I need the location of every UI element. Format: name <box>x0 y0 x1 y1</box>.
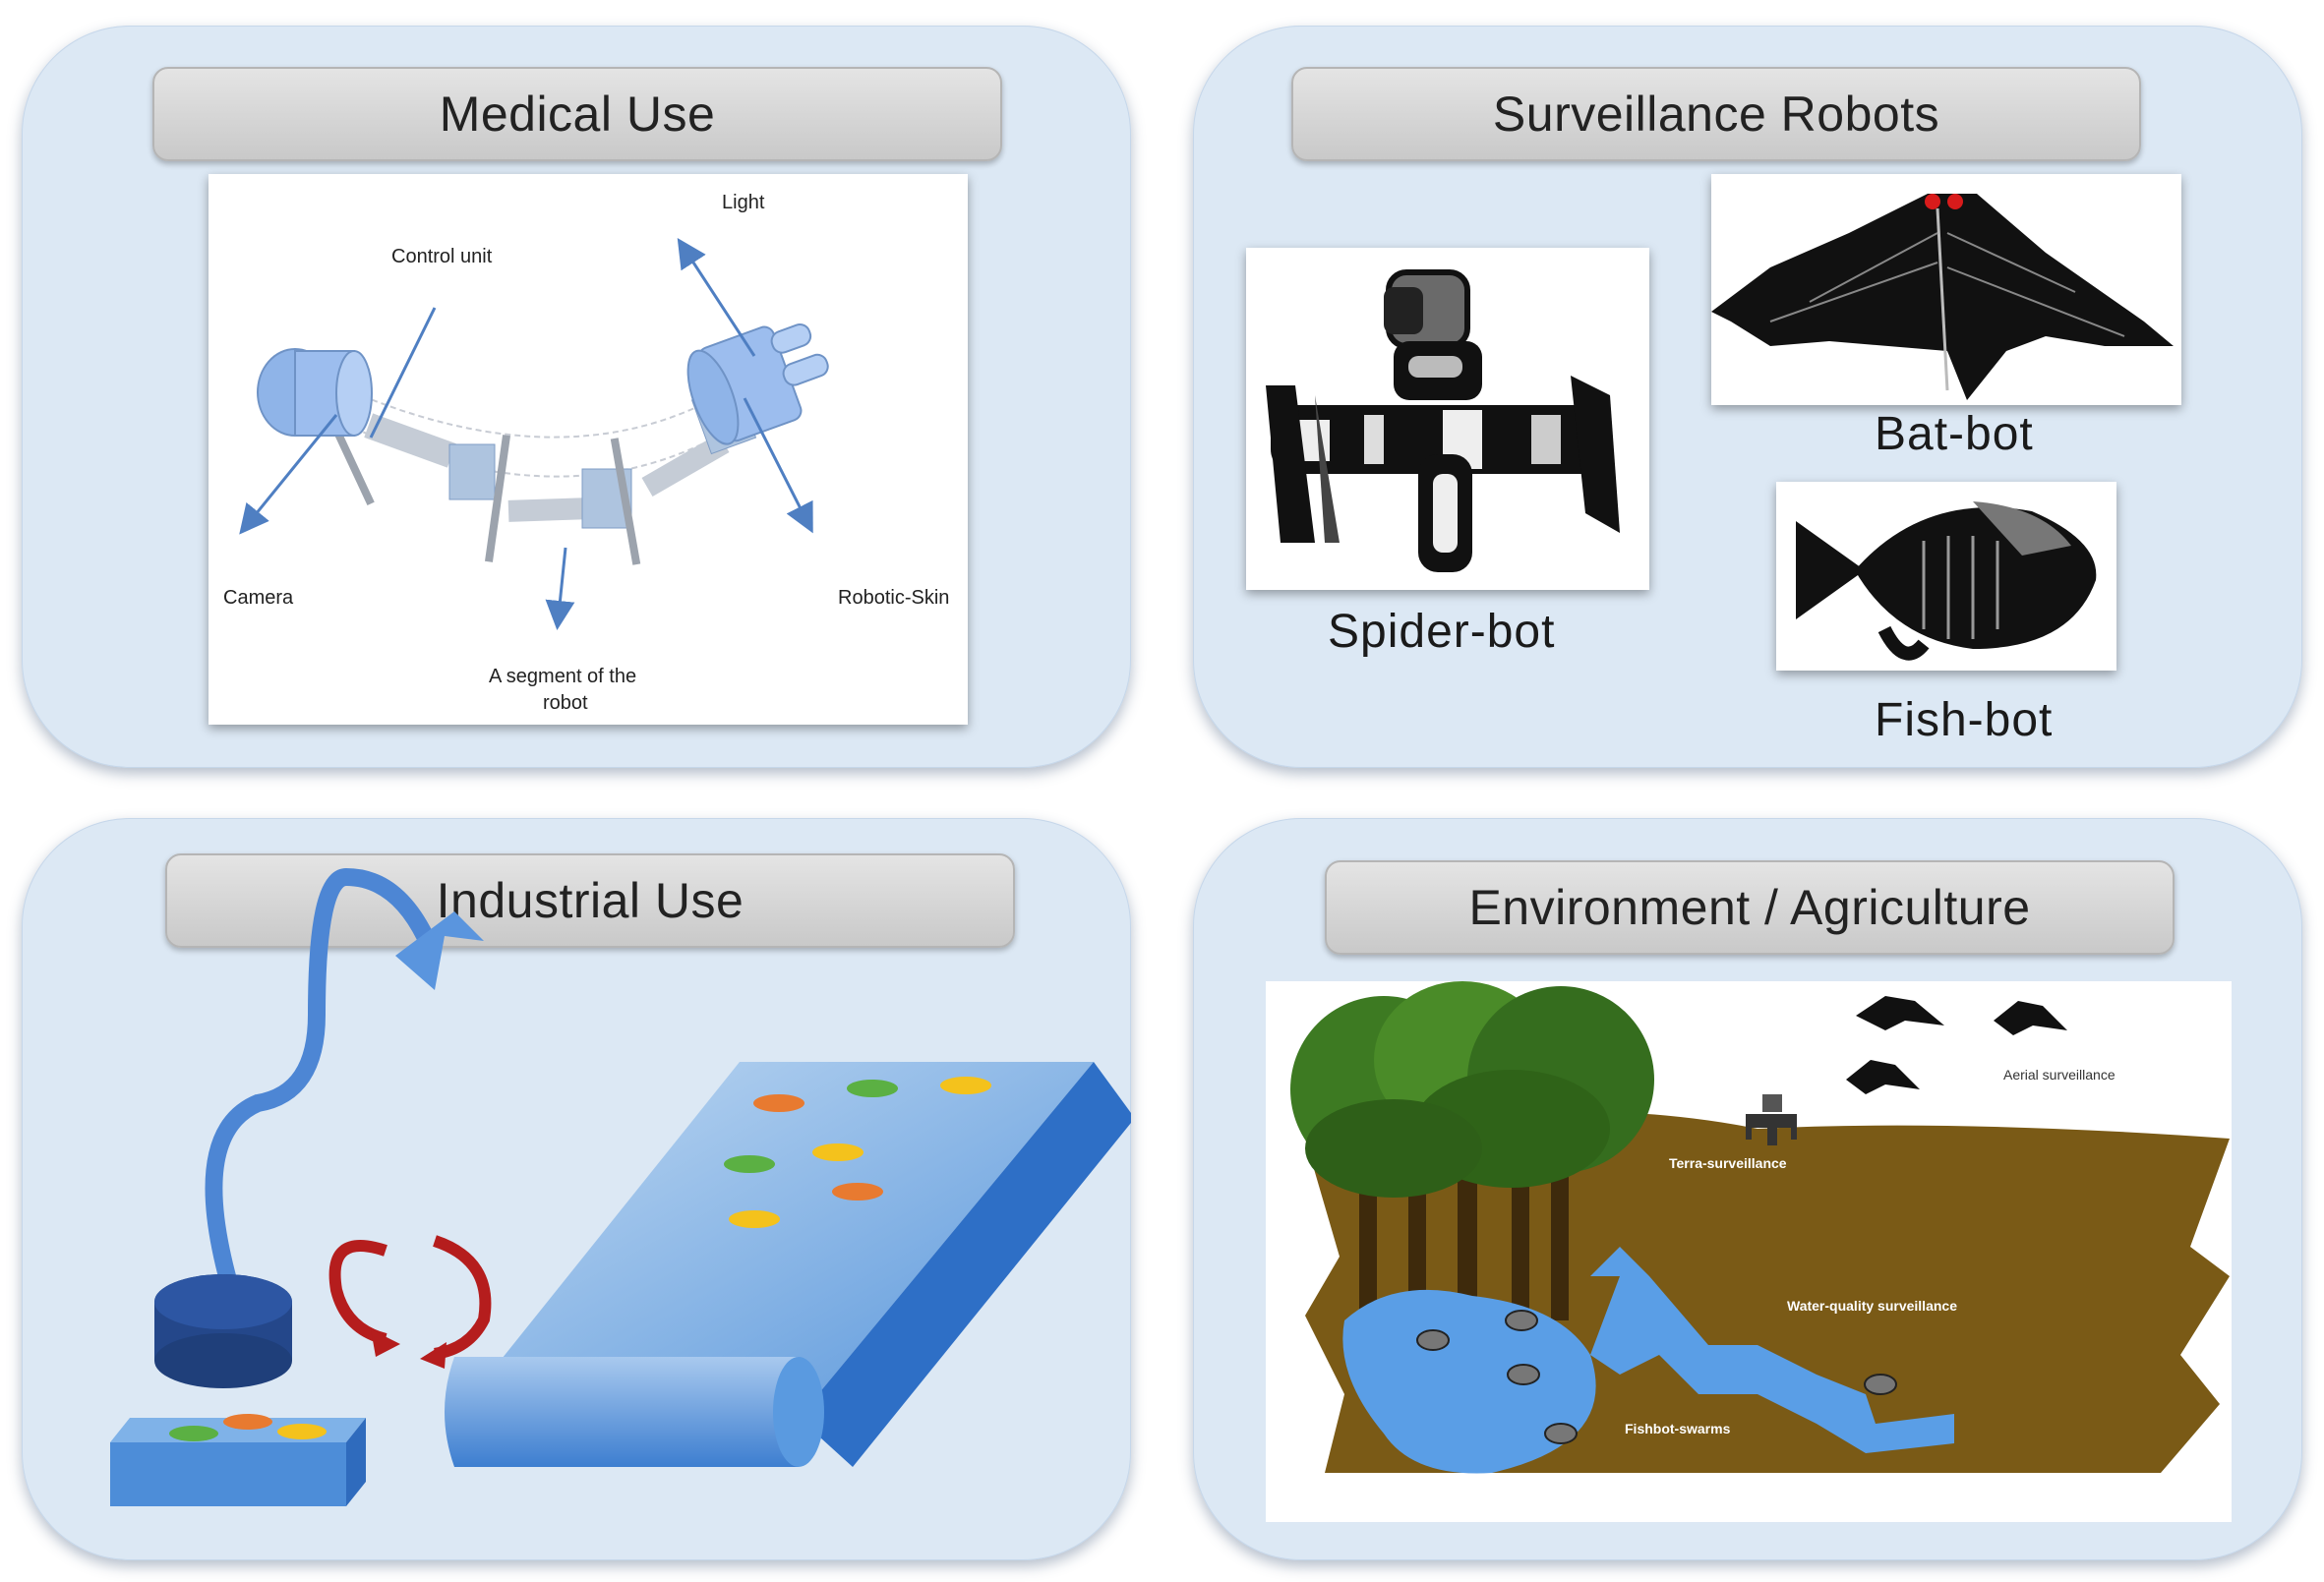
light-arrow <box>677 237 756 357</box>
forest-trees <box>1290 981 1654 1330</box>
pond <box>1342 1289 1596 1474</box>
aerial-bat-bots <box>1846 996 2067 1094</box>
spider-bot-icon <box>1266 269 1620 572</box>
bat-bot-image <box>1711 174 2181 405</box>
segment-label-line1: A segment of the <box>489 666 636 687</box>
control-unit-label: Control unit <box>391 246 493 267</box>
fish-bot-caption: Fish-bot <box>1875 694 2054 746</box>
surveillance-robots-title: Surveillance Robots <box>1291 67 2141 161</box>
light-head <box>686 322 829 445</box>
conveyor-belt <box>445 1062 1131 1467</box>
environment-scene: Aerial surveillance Terra-surveillance W… <box>1266 981 2232 1522</box>
water-quality-label: Water-quality surveillance <box>1787 1298 1957 1314</box>
conveyor-items <box>724 1077 991 1228</box>
industrial-use-title: Industrial Use <box>165 853 1015 948</box>
stream <box>1590 1247 1954 1453</box>
industrial-illustration <box>110 867 1131 1506</box>
spider-bot-caption: Spider-bot <box>1328 606 1556 658</box>
fish-bot-image <box>1776 482 2116 671</box>
segment-arrow <box>545 547 575 630</box>
robot-segment-2 <box>484 435 641 565</box>
environment-agriculture-title: Environment / Agriculture <box>1325 860 2175 955</box>
fishbot-swarm <box>1416 1310 1897 1444</box>
camera-head <box>257 348 373 437</box>
robot-arm <box>154 867 484 1388</box>
terra-surveillance-label: Terra-surveillance <box>1669 1155 1787 1171</box>
robotic-skin-label: Robotic-Skin <box>838 587 949 609</box>
camera-label: Camera <box>223 587 294 609</box>
environment-illustration: Aerial surveillance Terra-surveillance W… <box>1290 981 2230 1474</box>
fish-bot-icon <box>1796 501 2097 661</box>
medical-robot-diagram: Light Control unit Camera Robotic-Skin A… <box>209 174 968 725</box>
terra-spider-bot <box>1746 1094 1797 1145</box>
spider-bot-image <box>1246 248 1649 590</box>
light-label: Light <box>722 192 765 213</box>
control-unit-arrow <box>369 307 437 439</box>
segment-label-line2: robot <box>543 692 588 714</box>
bat-bot-caption: Bat-bot <box>1875 408 2034 460</box>
bat-bot-icon <box>1711 194 2174 400</box>
fishbot-swarms-label: Fishbot-swarms <box>1625 1421 1731 1436</box>
item-tray <box>110 1414 366 1506</box>
rotation-arrows-icon <box>328 1235 492 1369</box>
medical-robot-illustration: Light Control unit Camera Robotic-Skin A… <box>223 192 949 714</box>
aerial-surveillance-label: Aerial surveillance <box>2003 1067 2115 1083</box>
medical-use-title: Medical Use <box>152 67 1002 161</box>
robotic-skin-arrow <box>743 397 813 534</box>
camera-arrow <box>239 414 338 535</box>
